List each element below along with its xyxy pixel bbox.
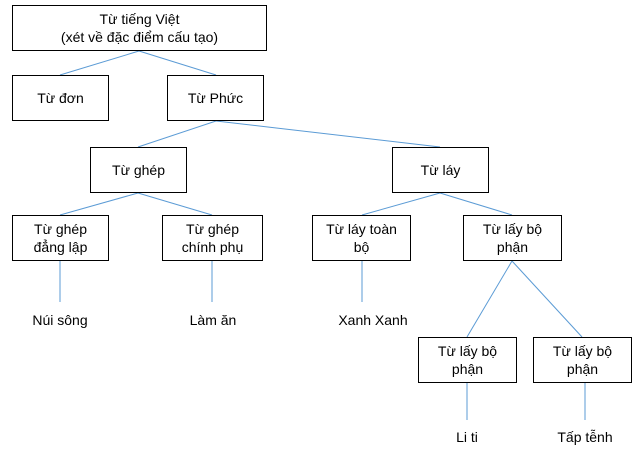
node-tu-lay-toan-bo: Từ láy toàn bộ	[312, 215, 411, 261]
connector-root-to-phuc	[138, 50, 217, 76]
connector-root-to-don	[59, 50, 140, 76]
node-tu-lay-bo-phan-left: Từ lấy bộ phận	[418, 337, 517, 383]
example-li-ti: Li ti	[456, 429, 478, 445]
node-tu-ghep-chinh-phu: Từ ghép chính phụ	[162, 215, 263, 261]
node-tu-don: Từ đơn	[12, 75, 109, 121]
example-tap-tenh: Tấp tễnh	[557, 429, 613, 445]
node-tu-lay-bo-phan-right: Từ lấy bộ phận	[533, 337, 632, 383]
connector-bo-phan-to-left	[466, 260, 513, 338]
connector-bo-phan-to-right	[511, 260, 583, 338]
example-xanh-xanh: Xanh Xanh	[338, 312, 408, 328]
example-nui-song: Núi sông	[32, 312, 88, 328]
node-tu-lay: Từ láy	[392, 147, 489, 193]
connector-ghep-to-dang-lap	[59, 192, 139, 216]
node-tu-ghep: Từ ghép	[90, 147, 187, 193]
root-node-tu-tieng-viet: Từ tiếng Việt (xét về đặc điểm cấu tạo)	[12, 5, 267, 51]
connector-ghep-to-chinh-phu	[137, 192, 213, 216]
node-tu-phuc: Từ Phức	[167, 75, 264, 121]
connector-lay-to-bo-phan	[439, 192, 513, 216]
node-tu-ghep-dang-lap: Từ ghép đẳng lập	[12, 215, 109, 261]
connector-phuc-to-lay	[215, 120, 441, 148]
example-lam-an: Làm ăn	[189, 312, 237, 328]
connector-phuc-to-ghep	[137, 120, 217, 148]
node-tu-lay-bo-phan: Từ lấy bộ phận	[463, 215, 562, 261]
connector-lay-to-toan-bo	[361, 192, 441, 216]
